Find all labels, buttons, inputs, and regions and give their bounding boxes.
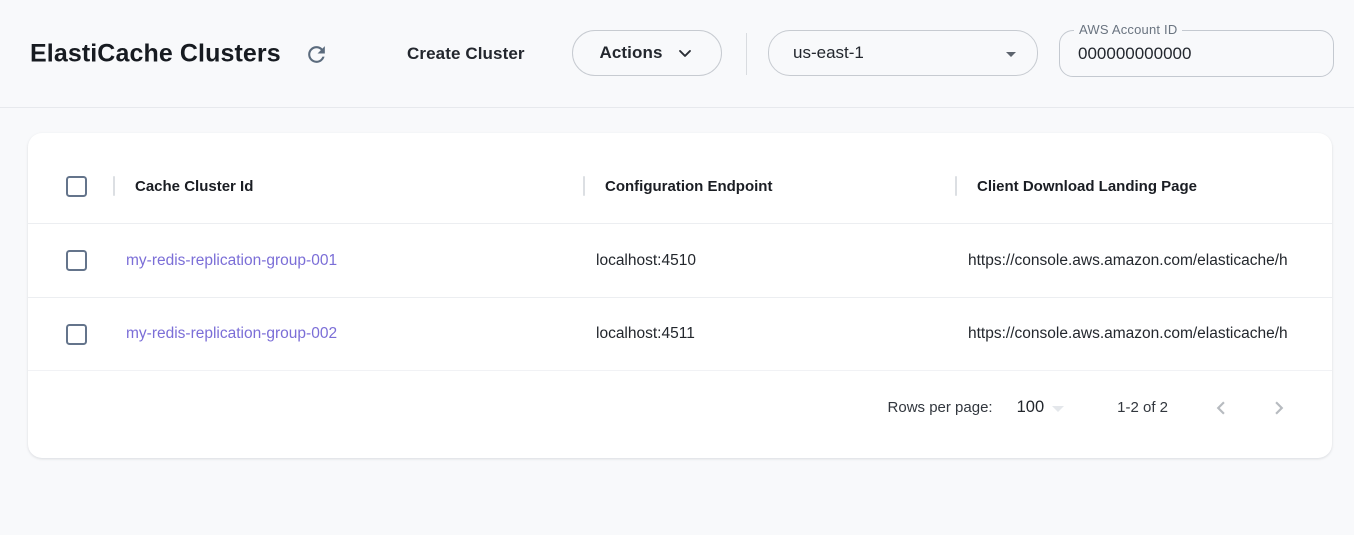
landing-page-cell: https://console.aws.amazon.com/elasticac… xyxy=(968,325,1288,342)
arrow-dropdown-icon xyxy=(1052,406,1065,412)
aws-account-id-field: AWS Account ID xyxy=(1059,22,1334,77)
column-header-configuration-endpoint[interactable]: Configuration Endpoint xyxy=(583,149,955,223)
chevron-left-icon xyxy=(1208,395,1234,421)
column-header-client-download-landing-page[interactable]: Client Download Landing Page xyxy=(955,149,1332,223)
row-checkbox[interactable] xyxy=(66,323,87,345)
rows-per-page-value: 100 xyxy=(1016,398,1045,416)
cluster-id-link[interactable]: my-redis-replication-group-001 xyxy=(126,251,338,269)
landing-page-cell: https://console.aws.amazon.com/elasticac… xyxy=(968,251,1288,269)
row-checkbox[interactable] xyxy=(66,250,87,271)
table-row[interactable]: my-redis-replication-group-001 localhost… xyxy=(28,224,1332,298)
column-header-cache-cluster-id[interactable]: Cache Cluster Id xyxy=(113,149,583,223)
column-separator xyxy=(583,176,585,196)
table-row[interactable]: my-redis-replication-group-002 localhost… xyxy=(28,298,1332,371)
actions-button[interactable]: Actions xyxy=(572,30,722,76)
toolbar: ElastiCache Clusters Create Cluster Acti… xyxy=(0,0,1354,108)
clusters-card: Cache Cluster Id Configuration Endpoint … xyxy=(28,133,1332,458)
table-header-row: Cache Cluster Id Configuration Endpoint … xyxy=(28,133,1332,224)
region-select-value: us-east-1 xyxy=(793,43,864,62)
rows-per-page-select[interactable]: 100 xyxy=(1017,398,1065,417)
aws-account-id-label: AWS Account ID xyxy=(1074,22,1183,37)
table-pagination: Rows per page: 100 1-2 of 2 xyxy=(28,371,1332,458)
rows-per-page-label: Rows per page: xyxy=(887,399,993,416)
cluster-id-link[interactable]: my-redis-replication-group-002 xyxy=(126,325,338,342)
arrow-dropdown-icon xyxy=(999,42,1023,71)
previous-page-button[interactable] xyxy=(1204,391,1238,425)
actions-button-label: Actions xyxy=(599,43,663,62)
next-page-button[interactable] xyxy=(1262,391,1296,425)
configuration-endpoint-cell: localhost:4510 xyxy=(596,251,696,269)
page-title: ElastiCache Clusters xyxy=(30,39,281,68)
chevron-right-icon xyxy=(1266,395,1292,421)
refresh-button[interactable] xyxy=(300,38,332,70)
region-select[interactable]: us-east-1 xyxy=(768,30,1038,76)
chevron-down-icon xyxy=(675,43,695,63)
aws-account-id-input[interactable] xyxy=(1060,31,1333,76)
create-cluster-button[interactable]: Create Cluster xyxy=(395,34,537,74)
pagination-range: 1-2 of 2 xyxy=(1117,399,1168,416)
configuration-endpoint-cell: localhost:4511 xyxy=(596,325,695,342)
toolbar-divider xyxy=(746,33,747,75)
refresh-icon xyxy=(304,42,329,67)
select-all-checkbox[interactable] xyxy=(66,175,87,197)
column-separator xyxy=(955,176,957,196)
column-separator xyxy=(113,176,115,196)
